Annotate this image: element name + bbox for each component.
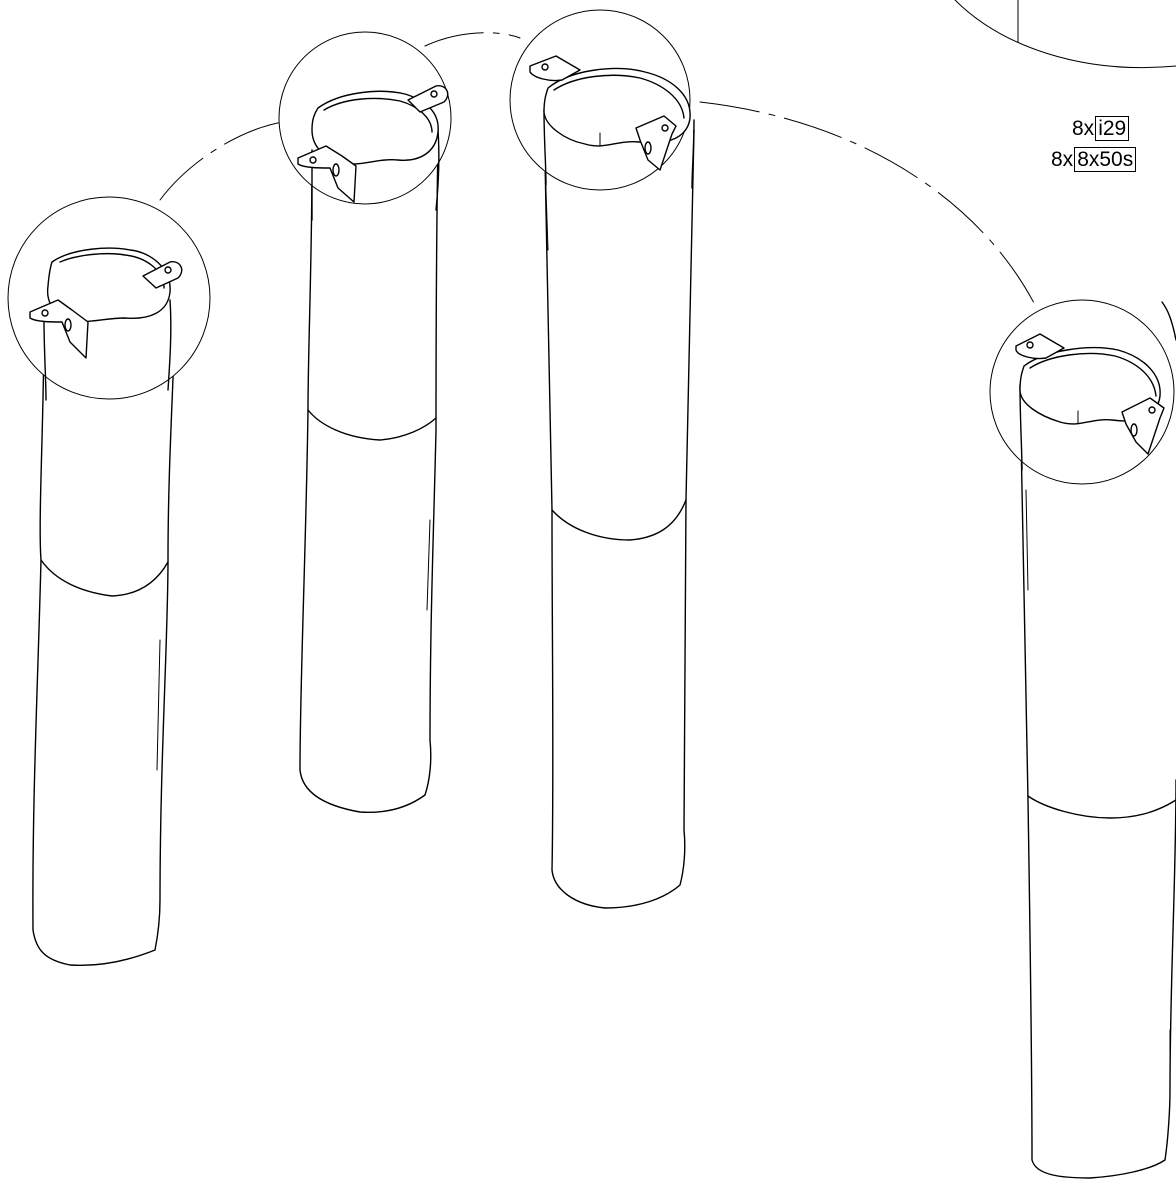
part-code: 8x50s (1074, 147, 1137, 172)
post-2-top (278, 31, 452, 221)
post-3-top (509, 9, 695, 191)
post-2 (299, 139, 439, 814)
dashed-connection-arc (699, 101, 1036, 306)
post-3 (543, 109, 695, 909)
part-code: i29 (1095, 116, 1130, 141)
detail-circle-top (954, 0, 1176, 69)
post-4 (1019, 384, 1176, 1179)
post-4-top (989, 299, 1176, 485)
part-quantity: 8x (1051, 148, 1074, 171)
post-1-top (7, 196, 211, 401)
part-quantity: 8x (1072, 117, 1095, 140)
dashed-connection-arc (424, 32, 521, 47)
dashed-connection-arc (159, 121, 283, 201)
post-1 (32, 289, 177, 967)
